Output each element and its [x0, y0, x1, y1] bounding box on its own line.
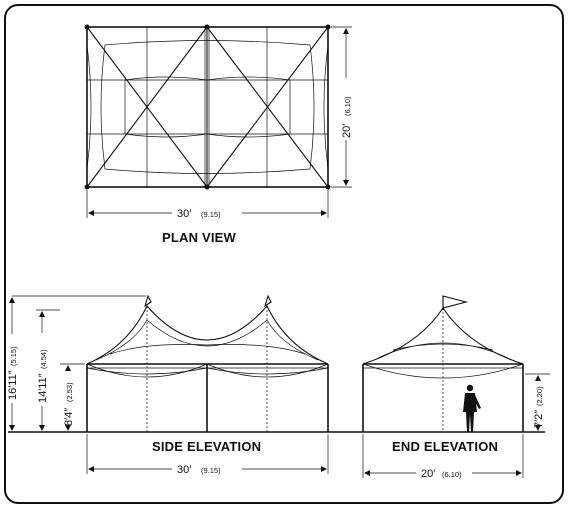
side-width-label: 30′	[177, 464, 191, 476]
plan-view-title: PLAN VIEW	[162, 230, 237, 245]
height-peak-label: 14′11″	[37, 373, 49, 403]
height-dimensions: 16′11″ (5.15) 14′11″ (4.54) 8′4″ (2.53)	[7, 295, 146, 431]
person-figure	[463, 384, 481, 432]
height-total-label: 16′11″	[7, 370, 19, 400]
side-width-dimension: 30′ (9.15)	[86, 434, 329, 476]
side-width-metric: (9.15)	[201, 466, 221, 475]
leg-height-label: 7′2″	[533, 410, 545, 428]
end-width-label: 20′	[421, 468, 435, 480]
drawing-frame	[4, 4, 564, 504]
leg-height-metric: (2.20)	[535, 386, 544, 406]
plan-width-dimension: 30′ (9.15)	[86, 190, 329, 220]
side-elevation-title: SIDE ELEVATION	[152, 439, 262, 454]
end-elevation	[350, 295, 545, 433]
height-peak-metric: (4.54)	[39, 349, 48, 369]
plan-depth-label: 20′	[341, 124, 353, 138]
plan-view	[84, 24, 331, 190]
end-width-metric: (6.10)	[442, 470, 462, 479]
height-eave-label: 8′4″	[63, 408, 75, 426]
side-elevation	[8, 294, 350, 433]
end-elevation-title: END ELEVATION	[392, 439, 499, 454]
plan-depth-dimension: 20′ (6.10)	[331, 26, 353, 188]
plan-width-label: 30′	[177, 208, 191, 220]
plan-depth-metric: (6.10)	[343, 96, 352, 116]
end-width-dimension: 20′ (6.10)	[362, 434, 524, 480]
height-total-metric: (5.15)	[9, 346, 18, 366]
plan-width-metric: (9.15)	[201, 210, 221, 219]
height-eave-metric: (2.53)	[65, 382, 74, 402]
leg-height-dimension: 7′2″ (2.20)	[525, 373, 550, 431]
